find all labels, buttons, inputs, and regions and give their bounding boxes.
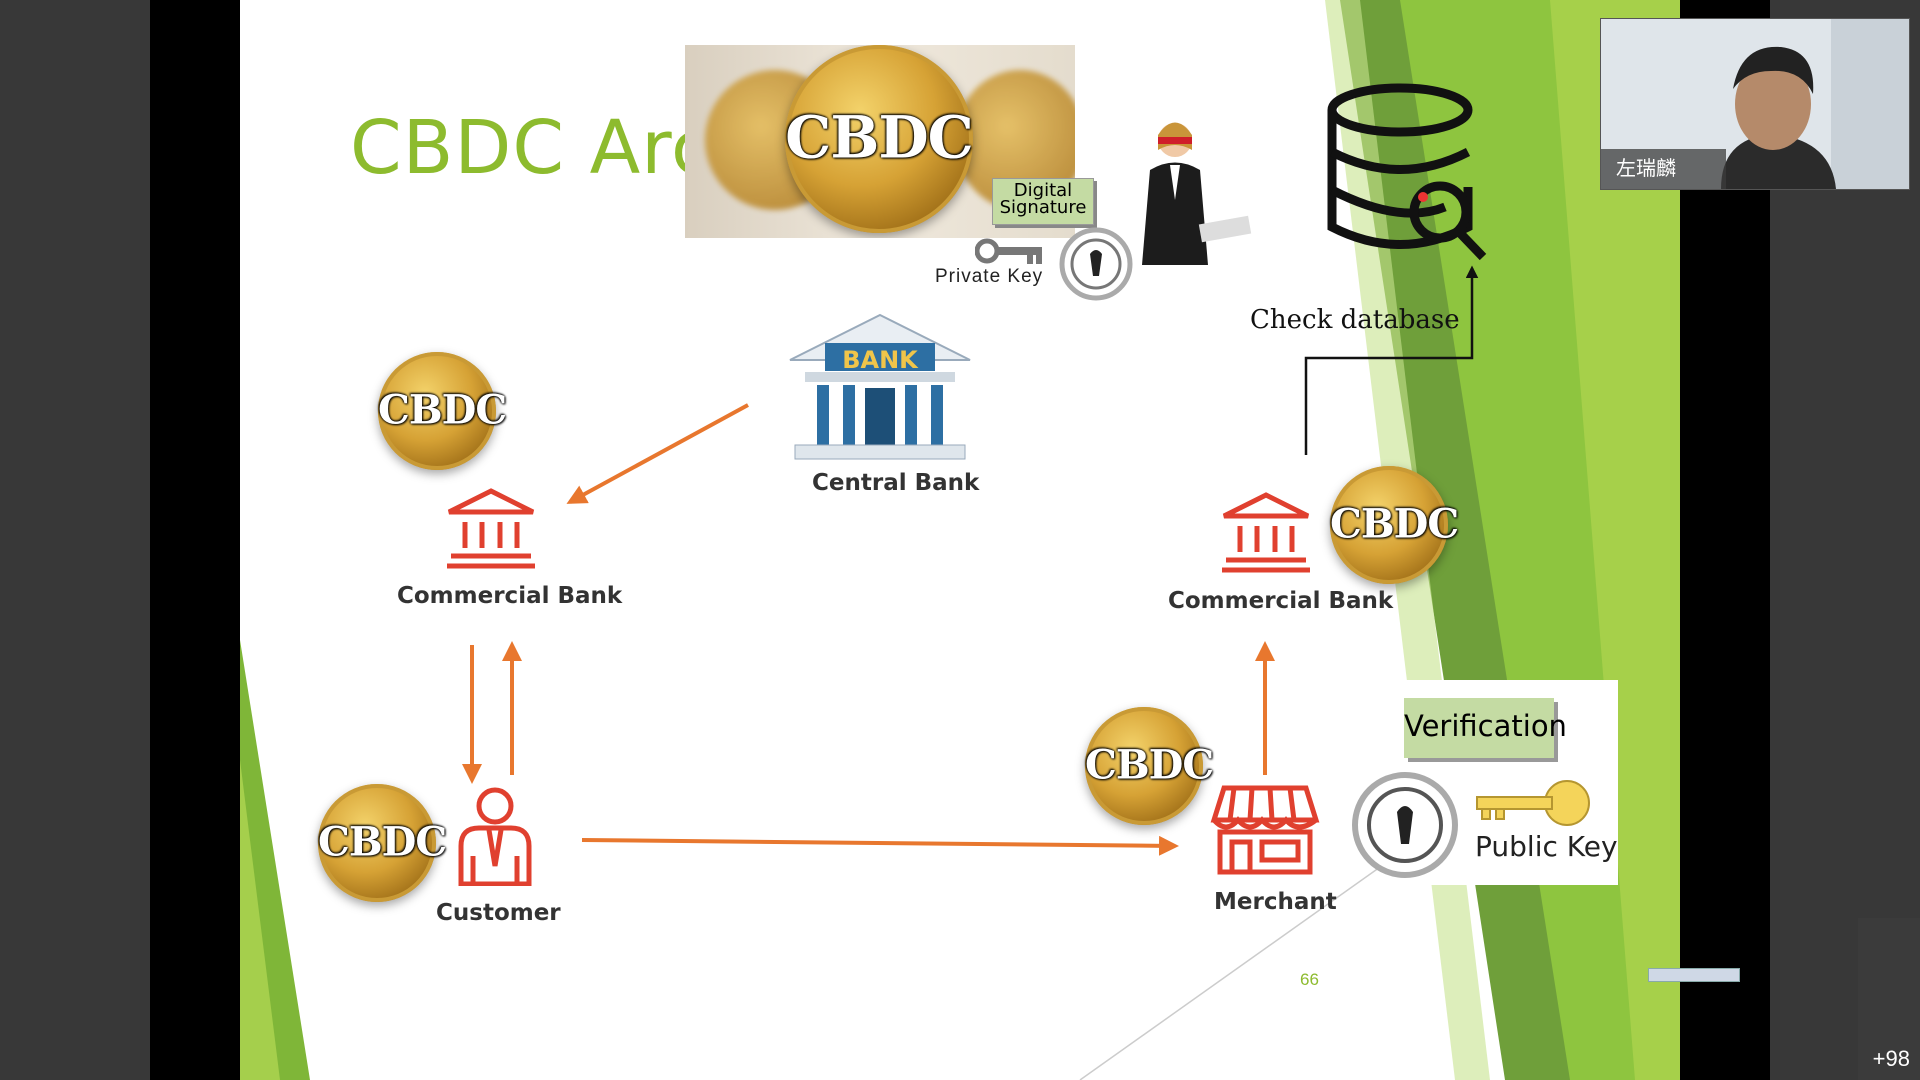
- merchant-store-icon: [1210, 785, 1320, 875]
- flow-arrows: [462, 265, 1479, 856]
- arrow-central-to-commercial: [566, 403, 749, 504]
- coin-label: CBDC: [378, 386, 507, 434]
- more-participants-count[interactable]: +98: [1872, 1046, 1910, 1071]
- public-key-label: Public Key: [1475, 830, 1618, 863]
- commercial-bank-left-coin: CBDC: [378, 352, 507, 470]
- commercial-bank-right-label: Commercial Bank: [1168, 588, 1394, 614]
- shared-slide: CBDC Arch CBDC Digital Signature: [240, 0, 1680, 1080]
- presenter-toolbar[interactable]: [1648, 968, 1740, 982]
- coin-label: CBDC: [1085, 741, 1214, 789]
- bank-sign-text: BANK: [842, 346, 919, 374]
- lock-seal-icon: [1059, 227, 1133, 301]
- participant-name: 左瑞麟: [1601, 149, 1726, 189]
- database-search-icon: [1327, 83, 1487, 261]
- private-key-label: Private Key: [935, 266, 1044, 287]
- participant-strip[interactable]: +98: [1858, 918, 1920, 1080]
- verification-seal-icon: [1352, 772, 1458, 878]
- verification-label: Verification: [1404, 698, 1567, 758]
- customer-coin: CBDC: [318, 784, 447, 902]
- central-bank-label: Central Bank: [812, 470, 980, 496]
- signer-figure-icon: [1120, 122, 1265, 270]
- coin-label: CBDC: [318, 818, 447, 866]
- commercial-bank-right-coin: CBDC: [1330, 466, 1459, 584]
- central-bank-building-icon: BANK: [789, 313, 971, 460]
- commercial-bank-right-icon: [1222, 492, 1310, 573]
- arrow-to-database: [1304, 265, 1479, 455]
- commercial-bank-left-label: Commercial Bank: [397, 583, 623, 609]
- page-number: 66: [1300, 970, 1319, 989]
- digital-signature-label: Digital Signature: [999, 180, 1087, 218]
- commercial-bank-left-icon: [447, 488, 535, 569]
- merchant-label: Merchant: [1214, 889, 1337, 915]
- private-key-icon: [975, 238, 1042, 264]
- participant-avatar: [1601, 19, 1909, 189]
- coin-label: CBDC: [1330, 500, 1459, 548]
- customer-label: Customer: [436, 900, 561, 926]
- customer-person-icon: [458, 787, 532, 886]
- coin-label: CBDC: [785, 103, 974, 172]
- merchant-coin: CBDC: [1085, 707, 1214, 825]
- participant-video[interactable]: 左瑞麟: [1600, 18, 1910, 190]
- arrow-customer-to-merchant: [581, 835, 1179, 856]
- public-key-icon: [1476, 780, 1590, 826]
- digital-signature-badge: Digital Signature: [992, 178, 1094, 225]
- left-letterbox: [150, 0, 240, 1080]
- check-database-label: Check database: [1250, 305, 1460, 335]
